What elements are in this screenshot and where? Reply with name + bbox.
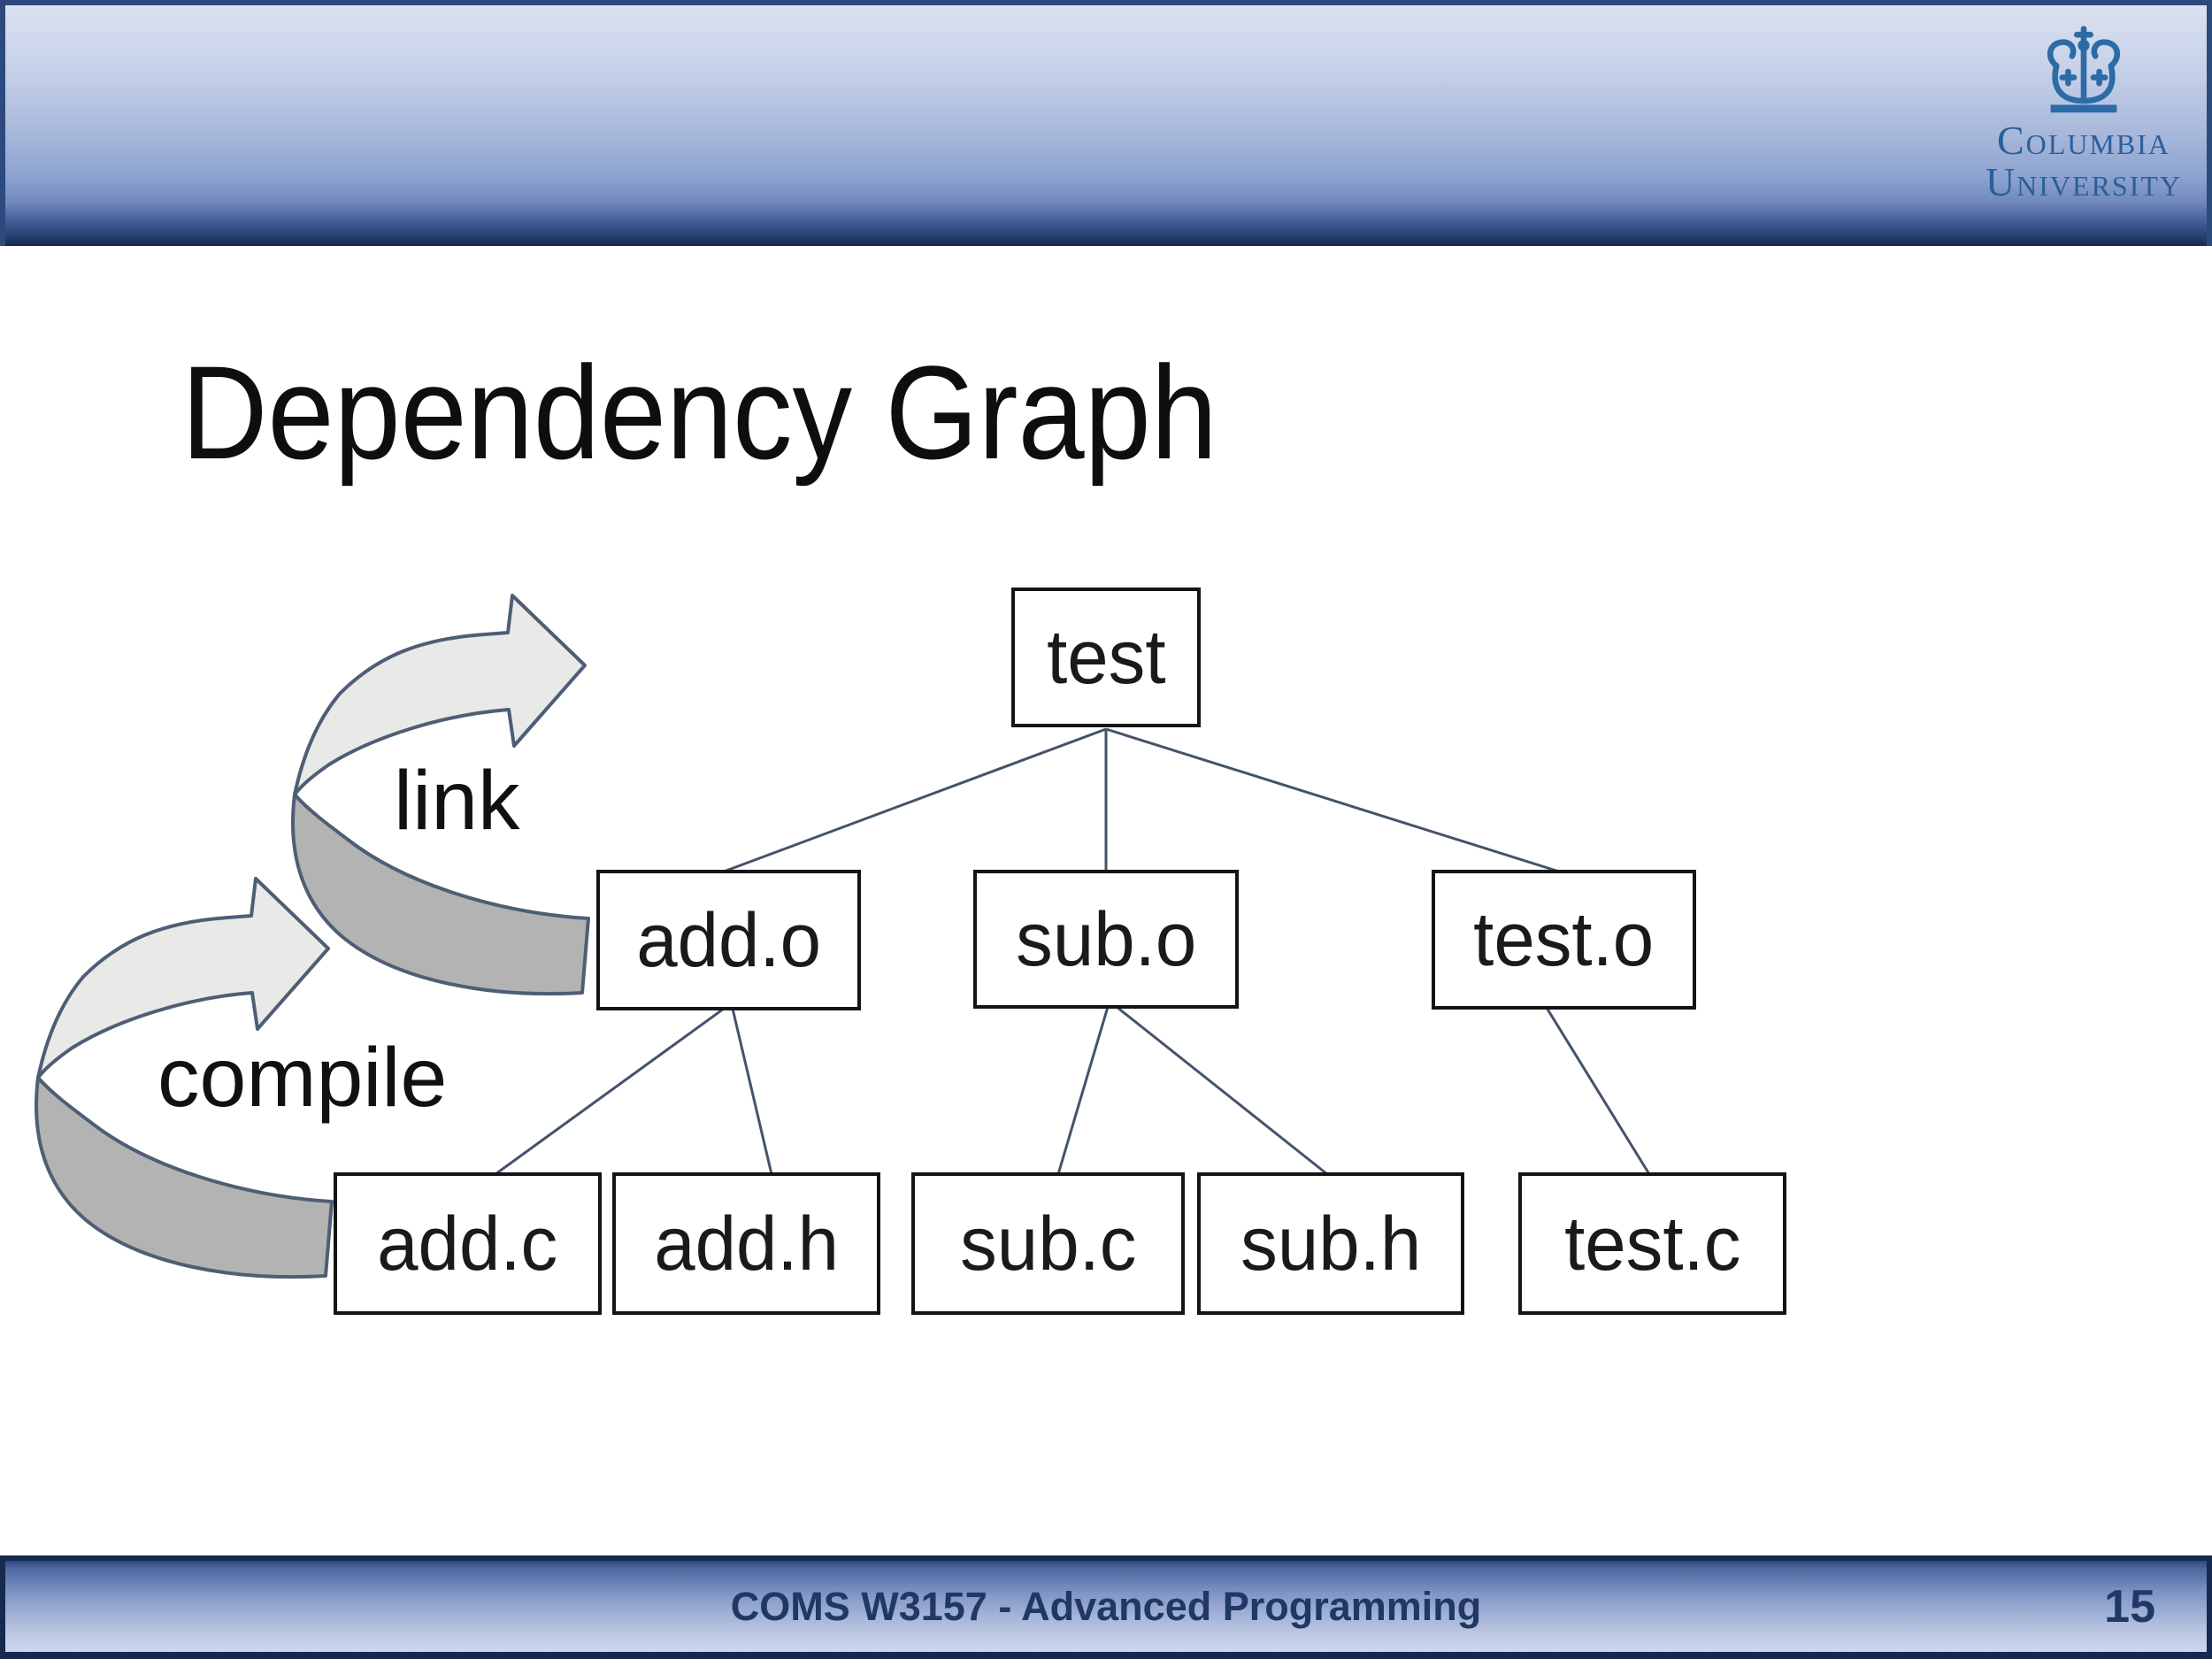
page-title: Dependency Graph bbox=[181, 338, 1217, 487]
columbia-logo: Columbia University bbox=[1955, 23, 2212, 204]
edge-layer bbox=[495, 727, 1651, 1176]
edge-sub-o-sub-h bbox=[1116, 1005, 1328, 1176]
link-label: link bbox=[394, 754, 520, 848]
logo-line2: University bbox=[1985, 158, 2183, 204]
header-banner: Columbia University bbox=[0, 0, 2212, 246]
edge-test-add-o bbox=[723, 727, 1107, 873]
page-number: 15 bbox=[2104, 1580, 2155, 1632]
edge-test-o-test-c bbox=[1545, 1007, 1651, 1175]
edge-add-o-add-c bbox=[495, 1007, 725, 1176]
edge-test-test-o bbox=[1105, 727, 1560, 873]
compile-label: compile bbox=[157, 1031, 448, 1125]
footer-banner: COMS W3157 - Advanced Programming 15 bbox=[0, 1555, 2212, 1659]
edge-sub-o-sub-c bbox=[1056, 1006, 1110, 1175]
edge-add-o-add-h bbox=[731, 1008, 773, 1175]
columbia-crown-icon bbox=[2047, 26, 2121, 113]
footer-course-text: COMS W3157 - Advanced Programming bbox=[730, 1583, 1482, 1629]
logo-line1: Columbia bbox=[1996, 118, 2170, 163]
